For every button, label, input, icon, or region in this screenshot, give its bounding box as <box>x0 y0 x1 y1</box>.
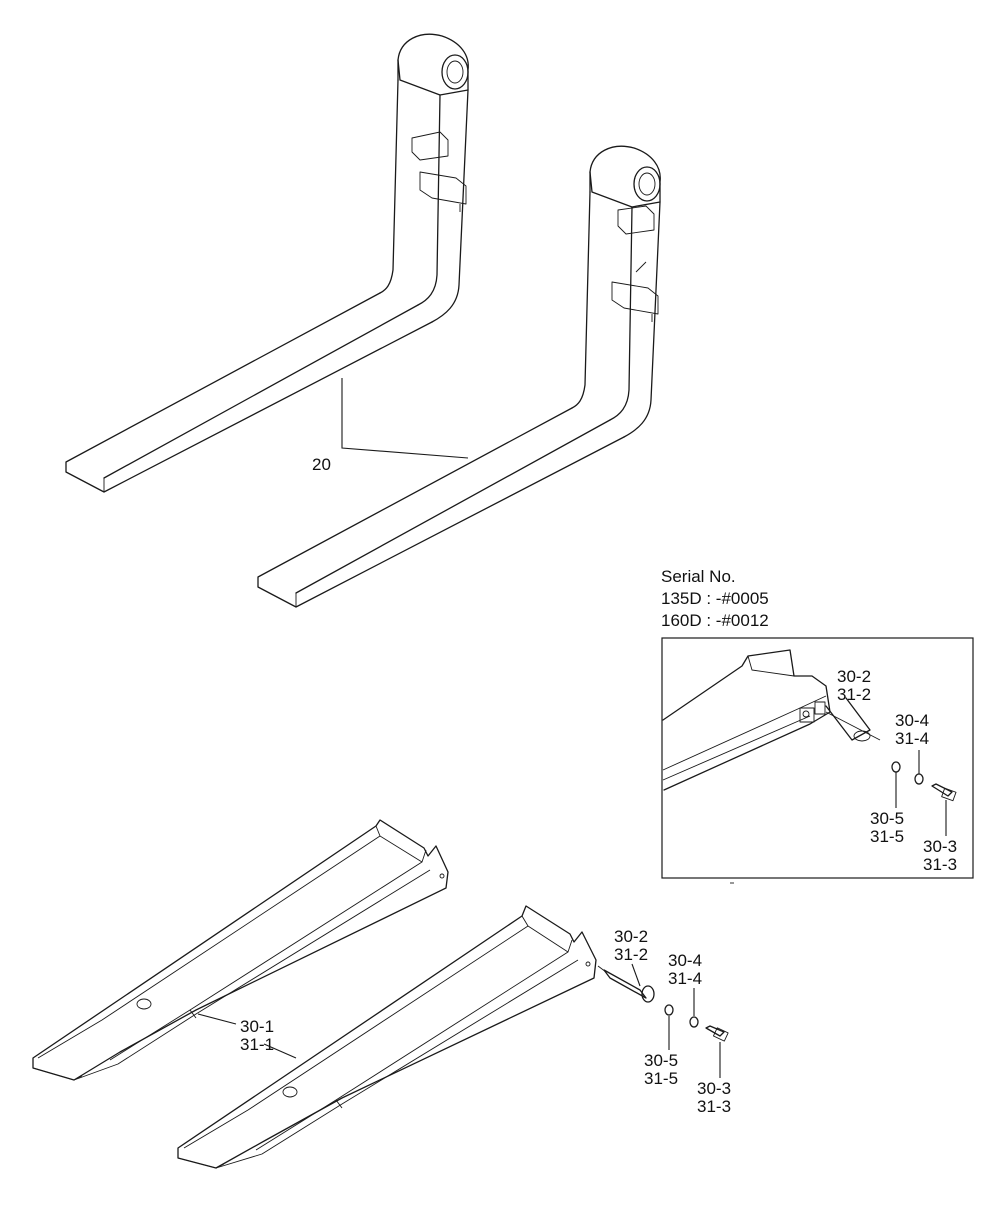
callout-30-5: 30-5 <box>644 1051 678 1070</box>
inset-callout-30-4: 30-4 <box>895 711 929 730</box>
leader-20 <box>341 378 469 459</box>
inset-callout-31-4: 31-4 <box>895 729 929 748</box>
callout-31-1: 31-1 <box>240 1035 274 1054</box>
serial-header: Serial No. <box>661 567 736 586</box>
callout-31-4: 31-4 <box>668 969 702 988</box>
callout-30-2: 30-2 <box>614 927 648 946</box>
inset-callout-30-2: 30-2 <box>837 667 871 686</box>
callout-31-2: 31-2 <box>614 945 648 964</box>
callout-20: 20 <box>312 455 331 474</box>
inset-callout-30-3: 30-3 <box>923 837 957 856</box>
callout-31-3: 31-3 <box>697 1097 731 1116</box>
inset-callout-31-5: 31-5 <box>870 827 904 846</box>
callout-30-1: 30-1 <box>240 1017 274 1036</box>
lower-hardware <box>597 963 729 1078</box>
fork-body-right <box>177 905 597 1169</box>
serial-line-160d: 160D : -#0012 <box>661 611 769 630</box>
fork-right <box>257 145 661 608</box>
leader-30-1 <box>197 1013 297 1059</box>
detail-inset <box>661 637 974 879</box>
serial-line-135d: 135D : -#0005 <box>661 589 769 608</box>
inset-callout-30-5: 30-5 <box>870 809 904 828</box>
inset-callout-31-3: 31-3 <box>923 855 957 874</box>
callout-30-4: 30-4 <box>668 951 702 970</box>
inset-callout-31-2: 31-2 <box>837 685 871 704</box>
fork-left <box>65 33 469 493</box>
callout-30-3: 30-3 <box>697 1079 731 1098</box>
callout-31-5: 31-5 <box>644 1069 678 1088</box>
fork-body-left <box>32 819 449 1081</box>
